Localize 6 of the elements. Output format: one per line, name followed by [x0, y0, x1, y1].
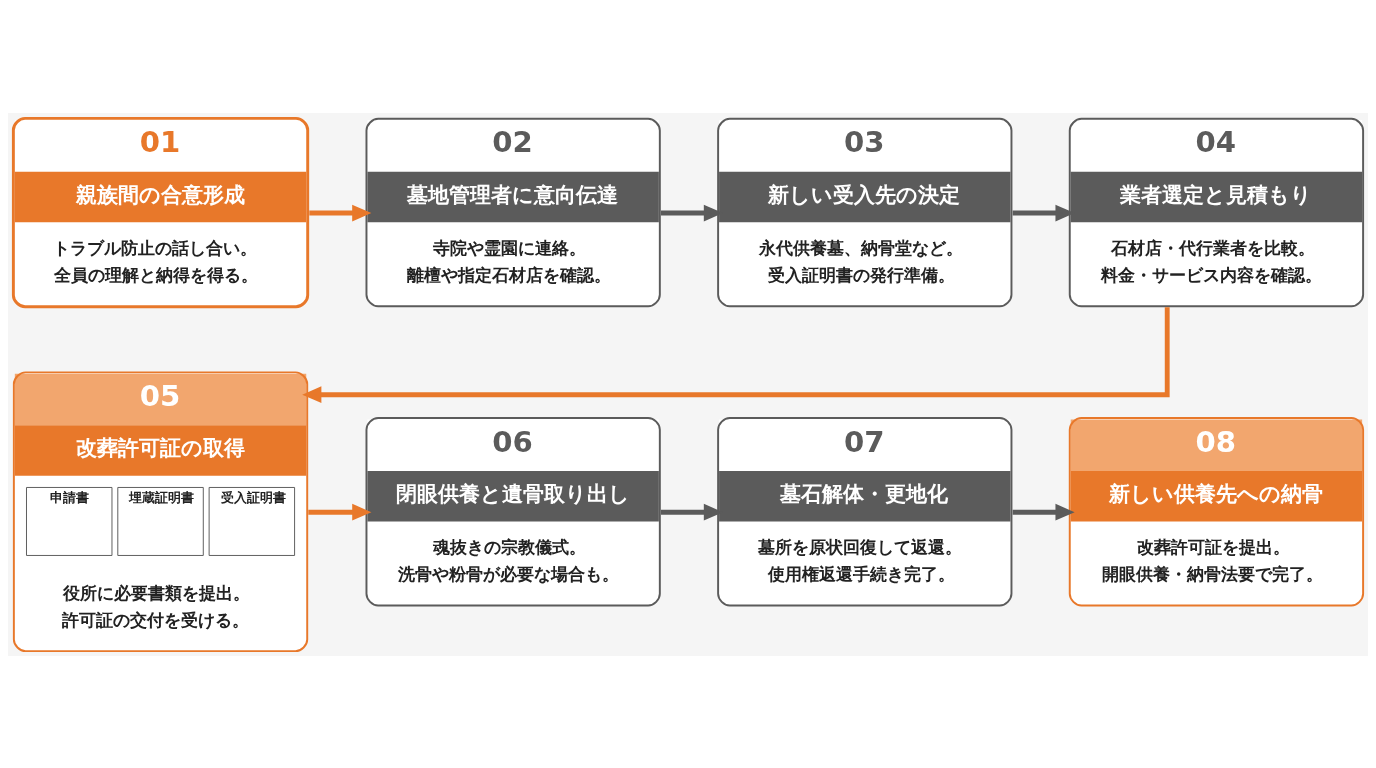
- arrow: [661, 503, 723, 521]
- arrow: [1012, 503, 1075, 521]
- arrow: [661, 204, 723, 221]
- arrow: [302, 306, 1170, 403]
- arrow: [309, 204, 372, 221]
- arrow: [308, 503, 372, 521]
